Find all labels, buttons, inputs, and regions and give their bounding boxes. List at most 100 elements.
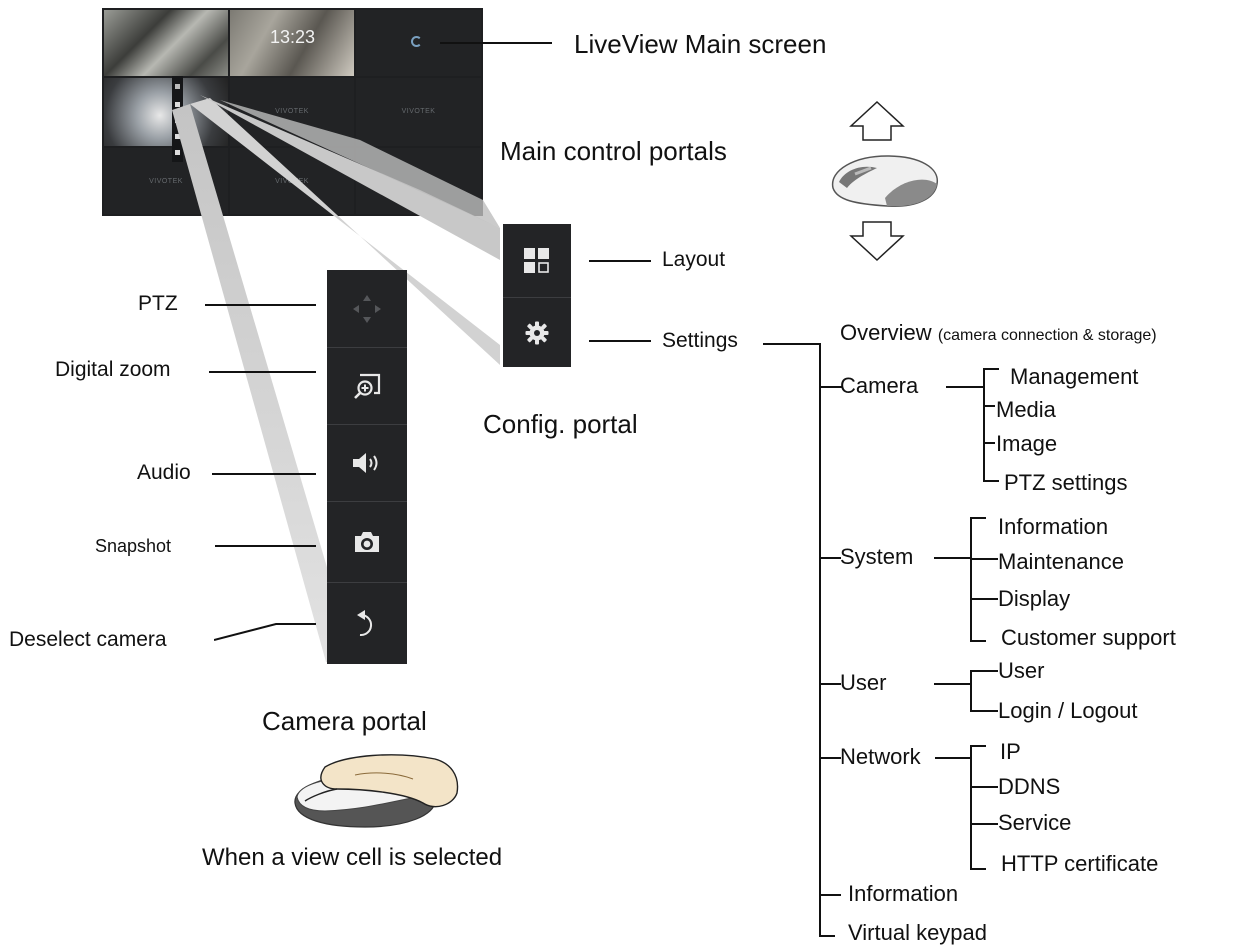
tree-item-media: Media: [996, 397, 1056, 422]
tree-item-ip: IP: [1000, 739, 1021, 764]
tree-branch: [819, 683, 841, 685]
main-control-title: Main control portals: [500, 136, 727, 166]
tree-item-login-logout: Login / Logout: [998, 698, 1138, 723]
digital-zoom-button[interactable]: [327, 348, 407, 424]
tree-branch: [983, 480, 999, 482]
scroll-up-arrow-icon: [849, 100, 905, 141]
tree-branch: [946, 386, 984, 388]
tree-item-system-information: Information: [998, 514, 1109, 539]
tree-item-management: Management: [1010, 364, 1139, 389]
tree-item-information: Information: [848, 881, 959, 906]
tree-branch: [819, 557, 841, 559]
tree-bracket: [970, 670, 972, 711]
leader-line: [215, 545, 316, 547]
tree-item-system: System: [840, 544, 914, 569]
tree-branch: [970, 868, 986, 870]
digital-zoom-icon: [354, 373, 381, 399]
tree-item-virtual-keypad: Virtual keypad: [848, 920, 988, 945]
snapshot-label: Snapshot: [95, 536, 172, 556]
overview-note: (camera connection & storage): [937, 327, 1157, 344]
clock-overlay: 13:23: [270, 27, 316, 47]
tree-branch: [819, 935, 835, 937]
tree-branch: [983, 442, 995, 444]
tree-item-camera: Camera: [840, 373, 919, 398]
settings-button[interactable]: [503, 298, 571, 367]
deselect-camera-button[interactable]: [327, 583, 407, 664]
divider: [327, 501, 407, 502]
tree-branch: [983, 405, 995, 407]
layout-button[interactable]: [503, 224, 571, 297]
tree-item-user: User: [840, 670, 887, 695]
overview-label: Overview: [840, 320, 932, 345]
tree-branch: [983, 368, 999, 370]
leader-line: [763, 343, 821, 345]
ptz-label: PTZ: [138, 292, 178, 315]
mini-snapshot-icon: [175, 134, 180, 139]
tree-item-service: Service: [998, 810, 1072, 835]
digital-zoom-label: Digital zoom: [55, 358, 171, 381]
vivotek-logo: VIVOTEK: [275, 108, 309, 115]
tree-branch: [819, 386, 843, 388]
divider: [327, 347, 407, 348]
snapshot-button[interactable]: [327, 502, 407, 582]
vivotek-logo: VIVOTEK: [149, 178, 183, 185]
undo-arrow-icon: [357, 609, 372, 636]
config-portal-funnel-upper: [200, 95, 500, 260]
tree-item-user-sub: User: [998, 658, 1045, 683]
camera-feed-cell[interactable]: 13:23: [230, 10, 354, 76]
mouse-icon: [831, 155, 938, 207]
tree-branch: [934, 557, 972, 559]
config-portal-title: Config. portal: [483, 409, 638, 439]
tree-branch: [970, 670, 998, 672]
ptz-button[interactable]: [327, 270, 407, 347]
vivotek-logo: VIVOTEK: [401, 108, 436, 115]
leader-line: [589, 340, 651, 342]
audio-label: Audio: [137, 461, 191, 484]
divider: [327, 582, 407, 583]
layout-label: Layout: [662, 248, 726, 271]
tree-branch: [970, 786, 998, 788]
tree-item-display: Display: [998, 586, 1071, 611]
tree-trunk: [819, 343, 821, 937]
tree-item-http-certificate: HTTP certificate: [1001, 851, 1159, 876]
liveview-title: LiveView Main screen: [574, 29, 827, 59]
empty-cell[interactable]: VIVOTEK: [356, 78, 481, 146]
tree-branch: [970, 640, 986, 642]
speaker-icon: [353, 453, 378, 473]
tree-branch: [970, 710, 998, 712]
tree-branch: [970, 598, 998, 600]
deselect-camera-label: Deselect camera: [9, 628, 167, 651]
mini-ptz-icon: [175, 84, 180, 89]
camera-feed-cell[interactable]: [104, 10, 228, 76]
camera-icon: [355, 532, 379, 552]
ptz-arrows-icon: [353, 294, 381, 323]
scroll-down-arrow-icon: [849, 221, 905, 262]
leader-line: [212, 473, 316, 475]
hand-on-mouse-illustration: [294, 754, 459, 828]
tree-branch: [970, 823, 998, 825]
tree-branch: [970, 558, 998, 560]
tree-bracket: [983, 368, 985, 481]
mini-deselect-icon: [175, 150, 180, 155]
settings-label: Settings: [662, 329, 738, 352]
tree-branch: [970, 745, 986, 747]
tree-branch: [970, 517, 986, 519]
layout-grid-icon: [524, 247, 549, 273]
mouse-scroll-illustration: [831, 100, 938, 262]
tree-bracket: [970, 745, 972, 869]
loading-spinner-icon: [411, 36, 422, 47]
camera-portal-funnel: [172, 104, 355, 662]
camera-portal-subtitle: When a view cell is selected: [202, 844, 503, 871]
divider: [327, 424, 407, 425]
tree-item-ddns: DDNS: [998, 774, 1061, 799]
tree-branch: [819, 757, 841, 759]
leader-line: [214, 623, 316, 641]
tree-item-overview: Overview (camera connection & storage): [840, 322, 1157, 344]
tree-item-ptz-settings: PTZ settings: [1004, 470, 1128, 495]
camera-portal-toolbar: [327, 270, 407, 664]
tree-item-customer-support: Customer support: [1001, 625, 1176, 650]
leader-line: [209, 371, 316, 373]
audio-button[interactable]: [327, 425, 407, 501]
camera-portal-title: Camera portal: [262, 706, 427, 736]
